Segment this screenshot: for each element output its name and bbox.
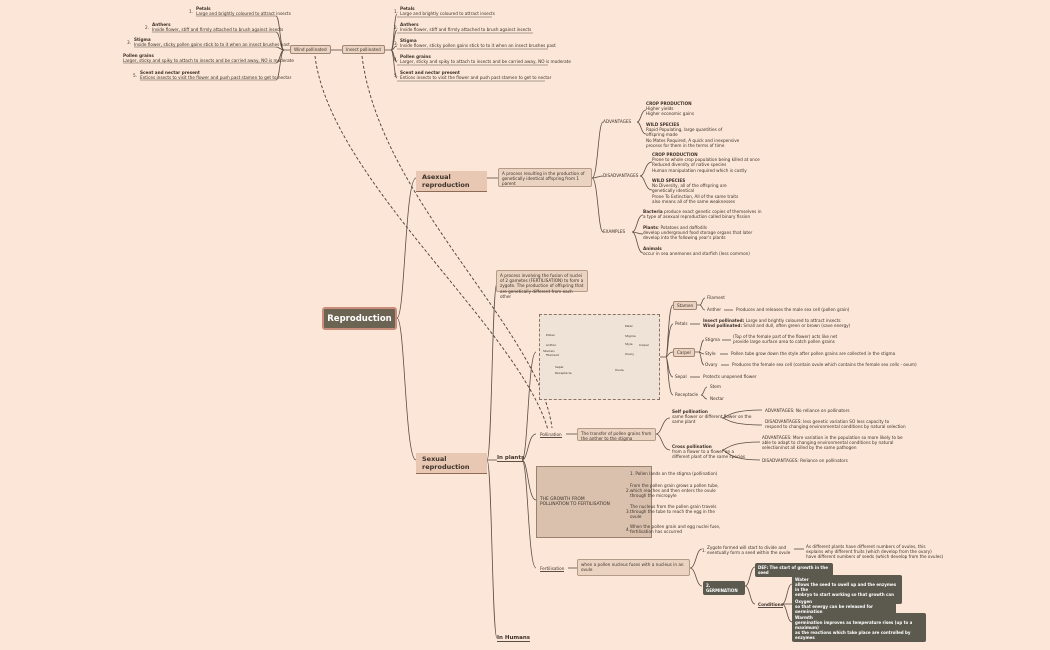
flower-diagram: Pollen Anther Stamen Filament Sepal Rece… [539,314,660,400]
label-style: Style [625,342,633,346]
growth-step-4: 4.When the pollen grain and egg nuclei f… [626,524,721,535]
root-node-reproduction[interactable]: Reproduction [322,307,397,330]
label-filament: Filament [546,353,559,357]
style-description: Pollen tube grow down the style after po… [731,351,896,356]
fertilisation-node[interactable]: Fertilisation [540,566,565,573]
pollination-definition: The transfer of pollen grains from the a… [577,428,656,441]
receptacle-node[interactable]: Receptacle [675,392,699,397]
advantages-label: ADVANTAGES [603,119,632,124]
fertilisation-step-1: 1.Zygote formed will start to divide and… [702,545,791,556]
label-receptacle: Receptacle [555,371,572,375]
examples-label: EXAMPLES [603,229,626,234]
asexual-definition: A process resulting in the production of… [498,168,592,187]
self-pollination-disadvantages: DISADVANTAGES: less genetic variation SO… [765,419,906,430]
in-plants-node[interactable]: In plants [497,455,525,462]
germination-definition: DEF: The start of growth in the seed [755,563,833,577]
in-humans-node[interactable]: In Humans [497,635,531,642]
fertilisation-definition: when a pollen nucleus fuses with a nucle… [577,559,690,576]
filament-node[interactable]: Filament [707,295,725,300]
disadvantages-label: DISADVANTAGES [603,173,639,178]
petals-node[interactable]: Petals [675,321,688,326]
asexual-reproduction-node[interactable]: Asexual reproduction [416,171,487,192]
label-petal: Petal [625,324,633,328]
wind-pollinated-node[interactable]: Wind pollinated [290,45,331,54]
self-pollination-advantages: ADVANTAGES: No reliance on pollinators [765,408,850,413]
petals-description: Insect pollinated: Large and brightly co… [703,318,851,329]
growth-panel [536,466,652,538]
growth-step-1: 1. Pollen lands on the stigma (pollinati… [630,471,718,476]
sexual-reproduction-node[interactable]: Sexual reproduction [416,453,487,474]
ovary-node[interactable]: Ovary [705,362,718,367]
fertilisation-note: As different plants have different numbe… [806,544,944,560]
insect-pollinated-node[interactable]: Insect pollinated [342,45,385,54]
growth-title[interactable]: THE GROWTH FROM POLLINATION TO FERTILISA… [540,497,610,508]
sepal-node[interactable]: Sepal [675,374,687,379]
cross-pollination-advantages: ADVANTAGES: More variation in the popula… [762,435,903,451]
style-node[interactable]: Style [705,351,716,356]
example-bacteria: Bacteria produce exact genetic copies of… [643,209,762,220]
label-stamen: Stamen [543,349,555,353]
label-ovule: Ovule [615,368,624,372]
pollination-node[interactable]: Pollination [540,432,562,439]
stamen-node[interactable]: Stamen [673,301,698,310]
label-carpel: Carpel [639,343,649,347]
label-sepal: Sepal [555,365,564,369]
stem-node[interactable]: Stem [710,384,721,389]
nectar-node[interactable]: Nectar [710,396,724,401]
growth-step-2: 2.From the pollen grain grows a pollen t… [626,483,719,499]
label-stigma: Stigma [625,334,636,338]
sepal-description: Protects unopened flower [703,374,757,379]
label-pollen: Pollen [546,333,555,337]
label-ovary: Ovary [625,352,634,356]
label-anther: Anther [546,343,557,347]
stigma-node[interactable]: Stigma [705,337,720,342]
cross-pollination-disadvantages: DISADVANTAGES: Reliance on pollinators [762,458,848,463]
germination-node[interactable]: 2. GERMINATION [703,581,745,595]
conditions-node[interactable]: Conditions [758,602,784,609]
stigma-description: (Top of the female part of the flower) a… [733,334,838,345]
anther-node[interactable]: Anther [707,307,722,312]
anther-description: Produces and releases the male sex cell … [736,307,850,312]
sexual-definition: A process involving the fusion of nuclei… [496,270,588,299]
carpel-node[interactable]: Carpel [673,348,695,357]
ovary-description: Produces the female sex cell (contain ov… [732,362,917,367]
growth-step-3: 3.The nucleus from the pollen grain trav… [626,504,717,520]
